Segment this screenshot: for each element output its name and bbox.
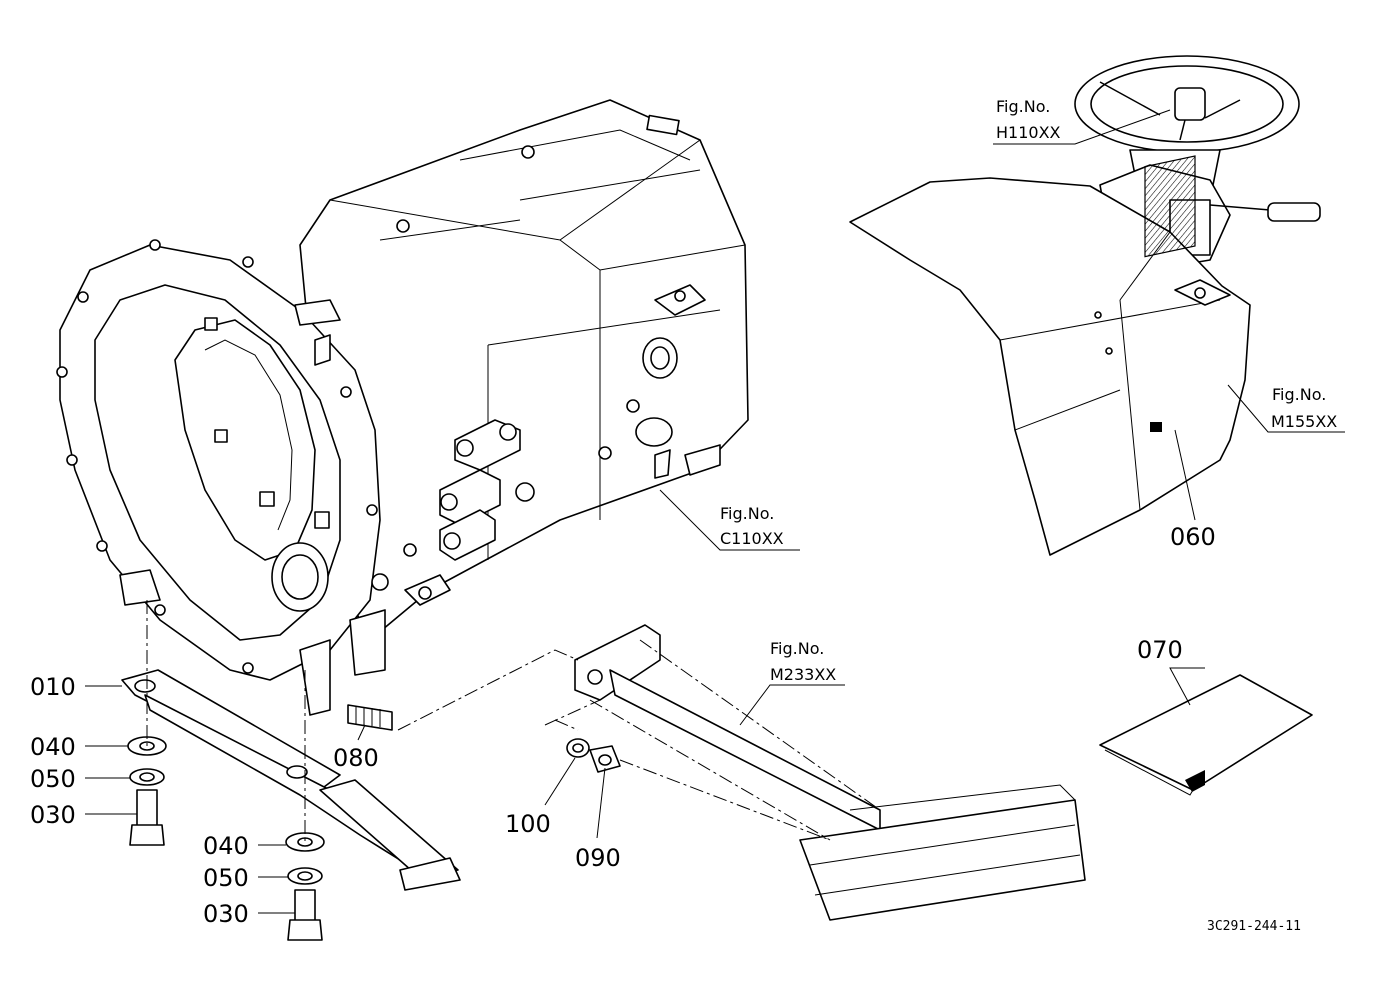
- figure-ref-c110[interactable]: Fig.No. C110XX: [720, 504, 784, 548]
- figure-ref-m233[interactable]: Fig.No. M233XX: [770, 639, 836, 684]
- part-number-080[interactable]: 080: [333, 744, 379, 772]
- figure-ref-m155[interactable]: Fig.No. M155XX: [1271, 385, 1337, 431]
- part-number-010[interactable]: 010: [30, 673, 76, 701]
- figure-ref-caption: Fig.No.: [1272, 385, 1326, 404]
- fasteners: [127, 704, 621, 941]
- figure-ref-code: H110XX: [996, 123, 1061, 142]
- assembly-lines: [146, 600, 881, 842]
- figure-ref-code: C110XX: [720, 529, 784, 548]
- part-number-100[interactable]: 100: [505, 810, 551, 838]
- part-number-030[interactable]: 030: [203, 900, 249, 928]
- dash-panel: [849, 155, 1251, 556]
- leader-lines: [85, 109, 1345, 914]
- part-number-040[interactable]: 040: [203, 832, 249, 860]
- figure-ref-caption: Fig.No.: [770, 639, 824, 658]
- figure-ref-caption: Fig.No.: [720, 504, 774, 523]
- part-number-060[interactable]: 060: [1170, 523, 1216, 551]
- drawing-code: 3C291-244-11: [1207, 919, 1301, 934]
- part-number-040[interactable]: 040: [30, 733, 76, 761]
- figure-ref-caption: Fig.No.: [996, 97, 1050, 116]
- part-number-090[interactable]: 090: [575, 844, 621, 872]
- figure-ref-code: M233XX: [770, 665, 836, 684]
- operator-manual: [1099, 674, 1313, 796]
- footstep-bar: [121, 669, 461, 891]
- figure-ref-code: M155XX: [1271, 412, 1337, 431]
- foot-pedal: [574, 624, 1086, 921]
- part-number-070[interactable]: 070: [1137, 636, 1183, 664]
- part-number-050[interactable]: 050: [30, 765, 76, 793]
- transmission-housing: [56, 99, 749, 716]
- part-number-030[interactable]: 030: [30, 801, 76, 829]
- part-number-050[interactable]: 050: [203, 864, 249, 892]
- figure-ref-h110[interactable]: Fig.No. H110XX: [996, 97, 1061, 142]
